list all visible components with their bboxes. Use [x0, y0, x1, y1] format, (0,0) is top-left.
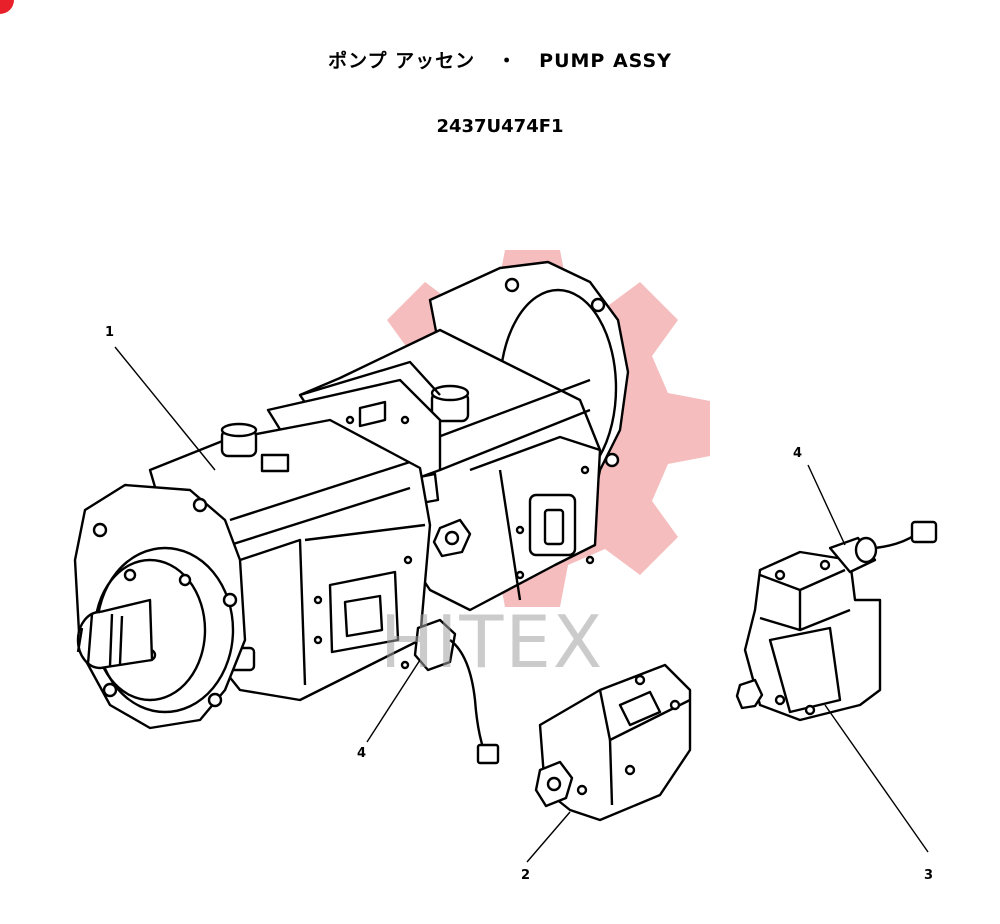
- leader-2: [526, 811, 571, 863]
- leader-3: [824, 704, 929, 853]
- splined-shaft: [76, 598, 154, 670]
- title-en: PUMP ASSY: [539, 50, 672, 72]
- regulator-3: [735, 520, 938, 722]
- page-title: ポンプ アッセン・ PUMP ASSY: [0, 46, 1000, 73]
- regulator-2: [534, 663, 692, 822]
- leader-4a: [366, 659, 421, 743]
- part-number: 2437U474F1: [436, 116, 564, 137]
- front-flange: [73, 483, 247, 730]
- leader-1: [114, 346, 216, 471]
- callout-2: 2: [521, 868, 531, 883]
- sensor-fitting: [413, 618, 500, 765]
- watermark-text: HITEX: [380, 600, 605, 684]
- callout-3: 3: [924, 868, 934, 883]
- callout-1: 1: [105, 325, 115, 340]
- callout-4b: 4: [793, 446, 803, 461]
- title-jp: ポンプ アッセン: [328, 50, 476, 72]
- leader-4b: [807, 464, 846, 546]
- title-separator: ・: [497, 50, 518, 72]
- callout-4a: 4: [357, 746, 367, 761]
